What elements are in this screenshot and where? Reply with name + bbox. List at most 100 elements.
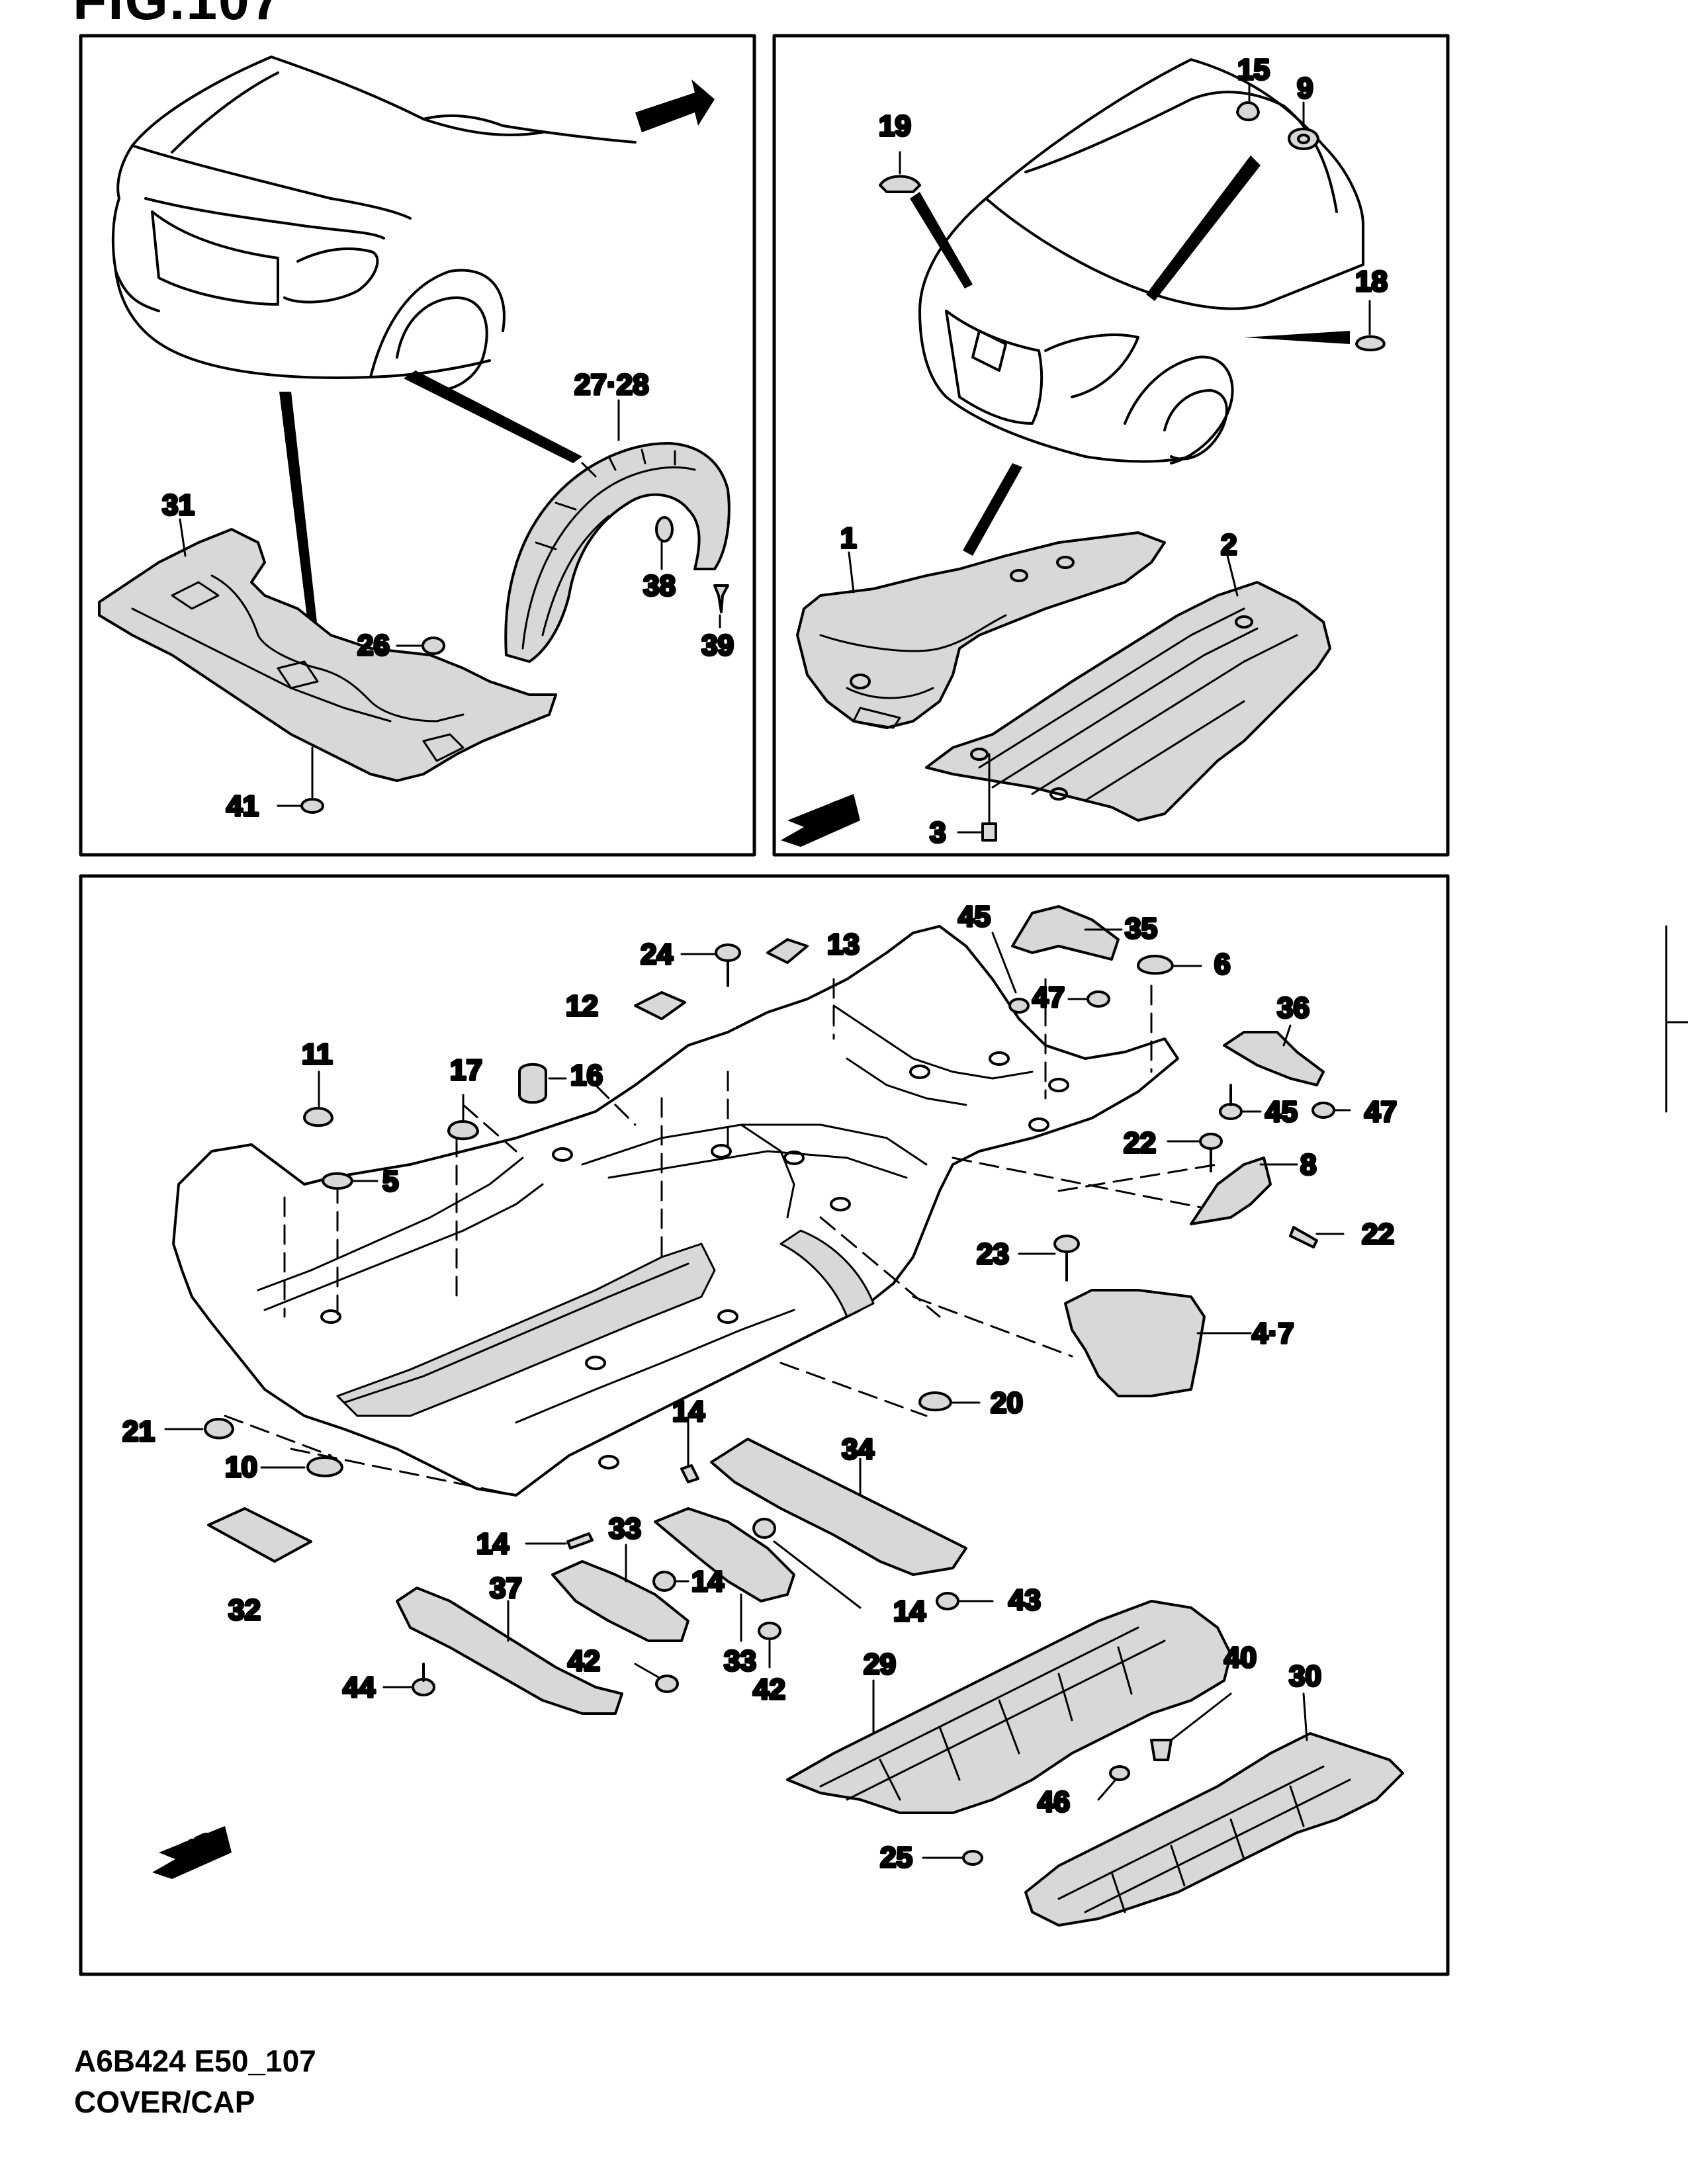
part-22b-bolt <box>1289 1226 1345 1248</box>
callout-20: 20 <box>991 1387 1023 1419</box>
part-36-bracket <box>1223 1024 1325 1086</box>
part-1-front-under-cover <box>796 531 1166 729</box>
part-35-bracket <box>1011 905 1123 961</box>
callout-24: 24 <box>641 938 673 971</box>
part-41-bolt <box>277 746 324 814</box>
callout-34: 34 <box>842 1433 874 1465</box>
figure-title: FIG.107 <box>73 0 283 31</box>
figure-code: A6B424 E50_107 <box>74 2044 316 2078</box>
part-3-bolt <box>957 753 997 842</box>
part-17-plug <box>447 1094 479 1141</box>
callout-39: 39 <box>701 629 734 662</box>
fwd-arrow-top-left: FWD <box>635 79 715 132</box>
fwd-arrow-top-right: FWD <box>781 794 860 847</box>
callout-14d: 14 <box>893 1595 926 1628</box>
part-2-rear-under-cover <box>925 581 1331 822</box>
callout-25: 25 <box>880 1841 912 1874</box>
callout-4-7: 4·7 <box>1252 1317 1294 1350</box>
callout-45b: 45 <box>1265 1096 1298 1128</box>
callout-12: 12 <box>566 990 598 1022</box>
callout-37: 37 <box>490 1572 522 1604</box>
part-42b-nut <box>758 1622 781 1669</box>
fwd-arrow-bottom: FWD <box>152 1826 232 1879</box>
callout-17: 17 <box>450 1054 482 1086</box>
panel-bottom-frame <box>79 874 1450 1976</box>
callout-31: 31 <box>162 489 195 521</box>
part-34-crossmember <box>710 1438 967 1576</box>
part-25-clip <box>922 1850 983 1866</box>
callout-47a: 47 <box>1032 981 1065 1014</box>
callout-23: 23 <box>977 1238 1009 1270</box>
figure-name: COVER/CAP <box>74 2085 255 2119</box>
part-21-plug <box>164 1418 234 1440</box>
callout-44: 44 <box>343 1671 375 1704</box>
callout-16: 16 <box>570 1059 603 1092</box>
callout-14c: 14 <box>691 1565 724 1598</box>
callout-41: 41 <box>226 790 259 822</box>
part-44-bolt <box>382 1663 435 1696</box>
callout-2: 2 <box>1221 529 1237 561</box>
callout-35: 35 <box>1125 912 1157 945</box>
part-47a-nut <box>1067 990 1110 1008</box>
callout-42b: 42 <box>753 1673 785 1706</box>
part-31-engine-under-cover <box>98 528 557 782</box>
callout-32: 32 <box>228 1594 261 1626</box>
part-14b-pad <box>525 1532 594 1550</box>
callout-19: 19 <box>879 110 911 142</box>
part-15-cap <box>1236 83 1260 122</box>
part-37-crossmember <box>396 1587 623 1715</box>
underbody-floor <box>172 925 1179 1497</box>
part-30-rear-floor-cover <box>1024 1692 1404 1927</box>
part-32-label <box>207 1507 312 1563</box>
part-26-clip <box>396 636 445 655</box>
callout-26: 26 <box>357 629 390 662</box>
callout-10: 10 <box>225 1451 257 1483</box>
callout-33b: 33 <box>724 1645 756 1677</box>
part-19-cap <box>879 151 921 193</box>
part-24-bolt <box>680 943 741 987</box>
part-38-clip <box>655 516 674 543</box>
callout-43: 43 <box>1008 1584 1041 1616</box>
part-45b-bolt <box>1219 1084 1262 1120</box>
callout-15: 15 <box>1237 54 1270 86</box>
panel-top-right-frame <box>772 34 1450 857</box>
part-9-cap <box>1288 101 1319 150</box>
car-front-left-view <box>111 56 637 392</box>
callout-18: 18 <box>1355 265 1388 298</box>
callout-47b: 47 <box>1364 1096 1397 1128</box>
part-14a-pad <box>680 1418 699 1483</box>
part-16-plug <box>518 1063 567 1104</box>
callout-3: 3 <box>930 816 946 849</box>
callout-8: 8 <box>1300 1149 1316 1181</box>
callout-14a: 14 <box>672 1395 705 1428</box>
part-6-plug <box>1137 955 1202 975</box>
part-22a-bolt <box>1167 1133 1223 1172</box>
callout-38: 38 <box>643 570 676 602</box>
part-8-bracket <box>1190 1157 1298 1225</box>
part-5-plug <box>322 1172 378 1190</box>
fwd-label: FWD <box>646 97 690 129</box>
car-front-right-view <box>918 58 1364 464</box>
callout-36: 36 <box>1277 992 1310 1024</box>
part-39-clip <box>713 584 729 613</box>
part-11-plug <box>303 1070 333 1127</box>
part-27-28-fender-liner <box>504 442 731 663</box>
leaders-top-left <box>179 399 721 629</box>
leaders-top-right <box>848 551 1239 597</box>
callout-9: 9 <box>1297 72 1313 105</box>
car-arrows-top-right <box>910 155 1350 556</box>
callout-27-28: 27·28 <box>574 369 649 401</box>
part-43-bolt <box>936 1592 994 1610</box>
part-45a-bolt <box>991 932 1030 1014</box>
part-42a-nut <box>634 1663 679 1693</box>
part-18-cap <box>1355 300 1386 351</box>
callout-13: 13 <box>827 928 860 961</box>
callout-33a: 33 <box>609 1512 641 1545</box>
part-20-plug <box>918 1391 981 1412</box>
part-10-plug <box>260 1456 343 1477</box>
part-40-clip <box>1150 1692 1232 1761</box>
callout-46: 46 <box>1038 1786 1070 1818</box>
callout-45a: 45 <box>958 900 991 933</box>
